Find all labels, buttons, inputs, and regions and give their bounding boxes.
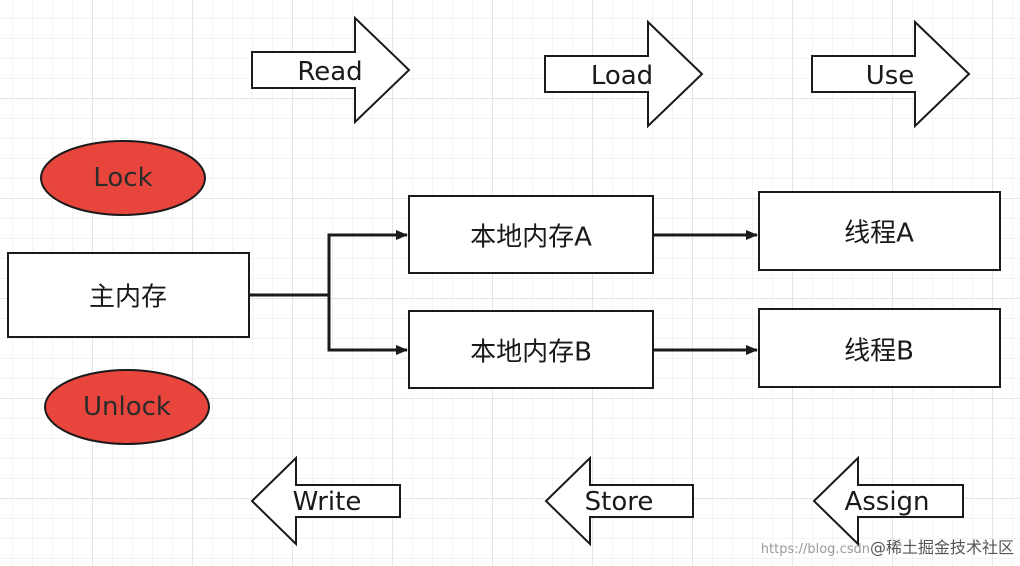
store-label: Store xyxy=(584,487,654,517)
assign-label: Assign xyxy=(844,487,930,517)
local-memory-a-box xyxy=(408,195,654,274)
lock-ellipse xyxy=(40,140,206,216)
write-arrow-shape xyxy=(250,455,401,547)
unlock-ellipse xyxy=(44,369,210,445)
main-to-local-b-connector xyxy=(327,295,408,355)
unlock-label: Unlock xyxy=(83,392,171,422)
lock-label: Lock xyxy=(93,163,153,193)
read-arrow-shape xyxy=(251,15,411,125)
watermark: https://blog.csdn@稀土掘金技术社区 xyxy=(761,534,1014,558)
thread-b-label: 线程B xyxy=(844,336,914,367)
read-label: Read xyxy=(297,57,363,87)
thread-a-label: 线程A xyxy=(844,218,914,249)
watermark-url: https://blog.csdn xyxy=(760,542,870,557)
use-label: Use xyxy=(865,61,915,91)
watermark-site: @稀土掘金技术社区 xyxy=(869,538,1014,557)
use-arrow-shape xyxy=(811,19,971,129)
local-memory-a-label: 本地内存A xyxy=(470,222,592,253)
main-memory-box xyxy=(7,252,250,338)
write-label: Write xyxy=(292,487,362,517)
store-arrow-shape xyxy=(544,455,694,547)
local-memory-b-label: 本地内存B xyxy=(470,337,592,368)
load-label: Load xyxy=(590,61,654,91)
load-arrow-shape xyxy=(544,19,704,129)
main-to-local-a-connector xyxy=(249,230,408,297)
thread-b-box xyxy=(758,308,1001,388)
main-memory-label: 主内存 xyxy=(88,282,168,313)
local-memory-b-box xyxy=(408,310,654,389)
thread-a-box xyxy=(758,191,1001,271)
assign-arrow-shape xyxy=(812,455,964,547)
